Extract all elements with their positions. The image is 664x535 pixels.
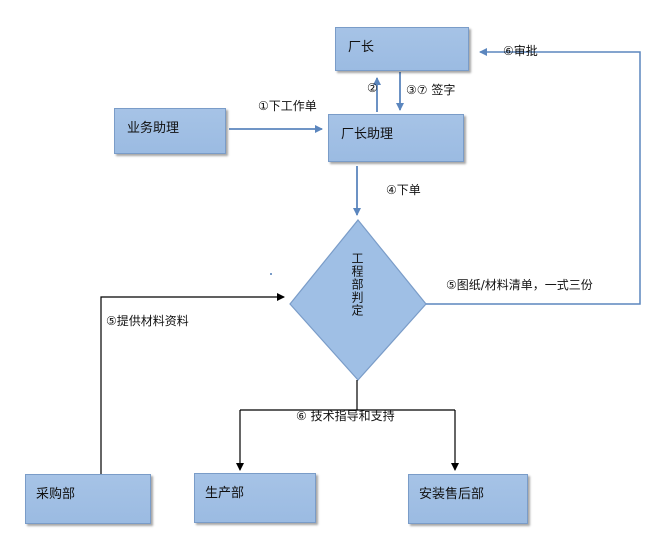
after-sales-label: 安装售后部 — [419, 487, 485, 502]
factory-director-box[interactable]: 厂长 — [335, 27, 469, 71]
edge-label-step-2: ② — [367, 81, 378, 95]
factory-director-label: 厂长 — [348, 40, 375, 55]
edge-label-drawings-material-list: ⑤图纸/材料清单，一式三份 — [446, 278, 593, 292]
engineering-decision-label: 工程部判定 — [350, 252, 364, 317]
engineering-decision-diamond[interactable] — [289, 219, 427, 381]
business-assistant-label: 业务助理 — [127, 121, 180, 136]
edge-label-tech-guidance-support: ⑥ 技术指导和支持 — [296, 409, 395, 423]
stray-dot — [270, 273, 272, 275]
edge-label-step-3-7-sign: ③⑦ 签字 — [406, 83, 456, 97]
edge-label-provide-material-info: ⑤提供材料资料 — [106, 314, 189, 328]
edge-label-approval: ⑥审批 — [503, 44, 538, 58]
production-label: 生产部 — [205, 486, 245, 501]
purchasing-box[interactable]: 采购部 — [25, 474, 151, 524]
edge-label-issue-order: ④下单 — [386, 183, 421, 197]
edge-label-issue-work-order: ①下工作单 — [258, 99, 317, 113]
arrow-provide-material-info — [100, 293, 285, 474]
business-assistant-box[interactable]: 业务助理 — [114, 108, 226, 154]
after-sales-box[interactable]: 安装售后部 — [408, 474, 528, 524]
arrow-approval-loop — [426, 48, 641, 305]
purchasing-label: 采购部 — [36, 487, 76, 502]
production-box[interactable]: 生产部 — [194, 473, 316, 523]
director-assistant-box[interactable]: 厂长助理 — [328, 114, 464, 162]
director-assistant-label: 厂长助理 — [341, 127, 394, 142]
